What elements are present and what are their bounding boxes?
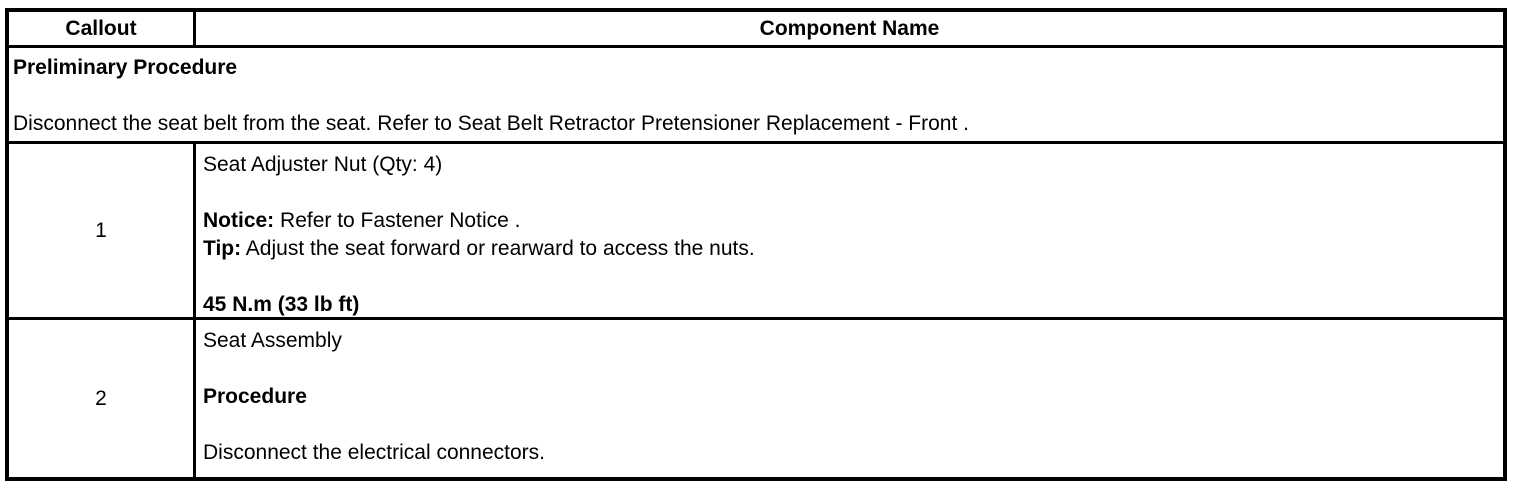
tip-text: Adjust the seat forward or rearward to a… [241,237,755,260]
callout-number-cell: 1 [9,144,196,317]
callout-number-cell: 2 [9,320,196,477]
torque-spec: 45 N.m (33 lb ft) [203,293,360,316]
component-cell: Seat Adjuster Nut (Qty: 4) Notice: Refer… [196,144,1503,317]
tip-label: Tip: [203,237,242,260]
table-row: 2 Seat Assembly Procedure Disconnect the… [9,320,1503,477]
procedure-heading: Procedure [203,385,307,408]
preliminary-procedure-text: Disconnect the seat belt from the seat. … [13,112,969,135]
notice-label: Notice: [203,209,275,232]
component-name-column-header: Component Name [759,16,940,40]
callout-column-header: Callout [9,12,196,45]
table-header-row: Callout Component Name [9,12,1503,48]
component-name-text: Seat Adjuster Nut (Qty: 4) [203,153,443,176]
procedure-step: Disconnect the electrical connectors. [203,441,545,464]
preliminary-procedure-title: Preliminary Procedure [13,56,238,79]
component-cell: Seat Assembly Procedure Disconnect the e… [196,320,1503,477]
component-callout-table: Callout Component Name Preliminary Proce… [5,8,1507,481]
preliminary-procedure-row: Preliminary Procedure Disconnect the sea… [9,48,1503,144]
component-name-text: Seat Assembly [203,329,342,352]
notice-text: Refer to Fastener Notice . [274,209,521,232]
tip-line: Tip: Adjust the seat forward or rearward… [203,235,1495,263]
notice-line: Notice: Refer to Fastener Notice . [203,207,1495,235]
table-row: 1 Seat Adjuster Nut (Qty: 4) Notice: Ref… [9,144,1503,320]
